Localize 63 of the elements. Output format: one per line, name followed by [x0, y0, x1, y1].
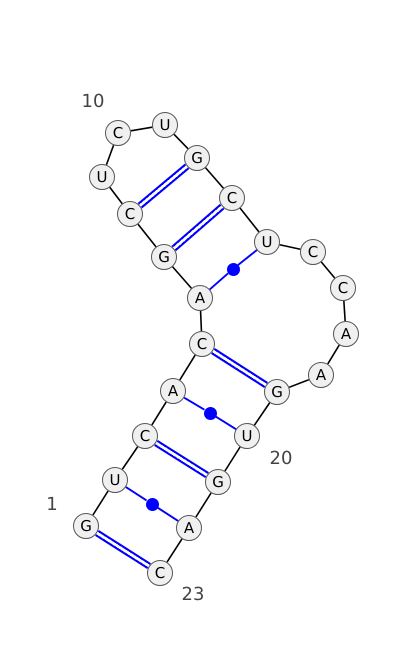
nucleotide-circle: U	[254, 229, 280, 255]
base-pair-line	[156, 506, 179, 522]
base-pair-line	[209, 272, 229, 290]
backbone-line	[109, 186, 123, 204]
nucleotide-circle: C	[147, 560, 173, 586]
nucleotide-circle: G	[264, 379, 290, 405]
base-pair-line	[184, 396, 205, 410]
nucleotide-circle: C	[189, 331, 215, 357]
nucleotide-circle: C	[219, 185, 245, 211]
backbone-line	[173, 134, 189, 150]
nucleotide-circle: G	[184, 145, 210, 171]
nucleotide-circle: U	[234, 423, 260, 449]
backbone-line	[179, 354, 196, 380]
base-pair-line	[125, 486, 148, 502]
nucleotide-circle: A	[176, 515, 202, 541]
base-pair-line	[138, 164, 190, 208]
position-number: 10	[82, 93, 104, 111]
backbone-line	[320, 261, 336, 279]
backbone-line	[166, 538, 183, 562]
base-pair-line	[95, 530, 151, 569]
nucleotide-circle: U	[89, 164, 115, 190]
nucleotide-circle: A	[187, 285, 213, 311]
nucleotide-circle: A	[333, 321, 359, 347]
backbone-line	[204, 167, 224, 189]
backbone-line	[195, 492, 212, 518]
backbone-line	[224, 446, 241, 472]
base-pair-line	[154, 440, 209, 478]
backbone-line	[172, 266, 192, 289]
backbone-line	[106, 144, 114, 166]
backbone-line	[151, 402, 167, 426]
backbone-line	[327, 344, 340, 364]
backbone-line	[343, 300, 346, 322]
backbone-line	[130, 126, 152, 132]
nucleotide-circle: C	[105, 120, 131, 146]
backbone-line	[288, 378, 310, 388]
backbone-line	[122, 446, 138, 470]
position-number: 20	[270, 450, 292, 468]
base-pair-line	[172, 204, 224, 252]
nucleotide-circle: G	[205, 469, 231, 495]
nucleotide-circle: C	[117, 201, 143, 227]
base-pair-line	[215, 416, 236, 430]
nucleotide-circle: A	[308, 362, 334, 388]
dot-icon	[146, 498, 158, 510]
backbone-line	[92, 490, 109, 516]
backbone-line	[239, 208, 260, 232]
backbone-line	[200, 310, 202, 332]
nucleotide-circle: U	[102, 467, 128, 493]
backbone-line	[137, 224, 157, 248]
dot-icon	[204, 406, 216, 420]
nucleotide-circle: U	[152, 112, 178, 138]
dot-icon	[226, 262, 240, 276]
nucleotide-circle: A	[160, 378, 186, 404]
nucleotide-circle: C	[330, 275, 356, 301]
backbone-line	[280, 244, 300, 250]
nucleotide-circle: C	[132, 423, 158, 449]
position-number: 1	[46, 496, 58, 514]
nucleotide-circle: C	[300, 239, 326, 265]
backbone-line	[254, 402, 270, 426]
base-pair-line	[238, 249, 258, 266]
position-number: 23	[182, 586, 204, 604]
base-pair-line	[211, 348, 268, 388]
nucleotide-circle: G	[73, 513, 99, 539]
nucleotide-circle: G	[151, 244, 177, 270]
